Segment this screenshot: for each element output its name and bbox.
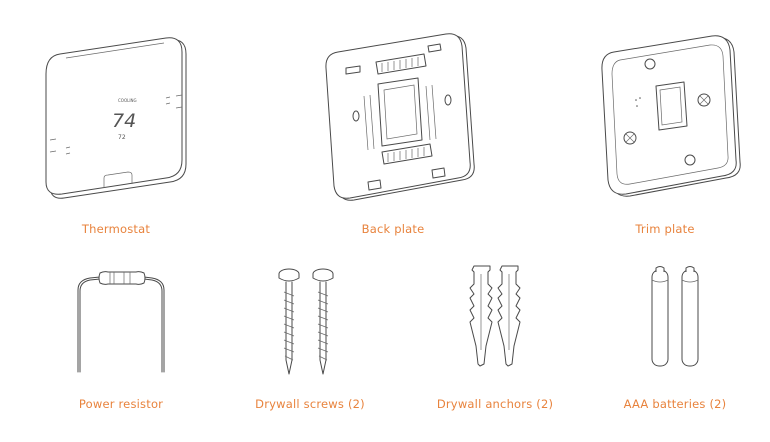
- aaa-batteries-item: AAA batteries (2): [590, 250, 770, 442]
- trim-plate-label: Trim plate: [635, 222, 695, 236]
- thermostat-icon: COOLING 74 72: [45, 37, 187, 199]
- drywall-screws-icon: [278, 268, 334, 375]
- drywall-anchors-label: Drywall anchors (2): [436, 397, 554, 411]
- power-resistor-icon: [77, 271, 165, 373]
- drywall-screws-item: Drywall screws (2): [220, 250, 400, 442]
- back-plate-icon: [325, 33, 475, 201]
- thermostat-setpoint: 72: [118, 134, 126, 141]
- aaa-batteries-icon: [651, 266, 699, 367]
- thermostat-current-temp: 74: [112, 110, 136, 132]
- thermostat-mode: COOLING: [118, 98, 137, 103]
- trim-plate-item: Trim plate: [560, 0, 770, 240]
- drywall-screws-label: Drywall screws (2): [255, 397, 365, 411]
- thermostat-item: COOLING 74 72 Thermostat: [0, 0, 240, 240]
- power-resistor-item: Power resistor: [0, 250, 220, 442]
- drywall-anchors-icon: [469, 265, 521, 367]
- trim-plate-icon: [601, 35, 741, 197]
- back-plate-item: Back plate: [280, 0, 520, 240]
- thermostat-label: Thermostat: [81, 222, 151, 236]
- back-plate-label: Back plate: [361, 222, 425, 236]
- aaa-batteries-label: AAA batteries (2): [623, 397, 727, 411]
- power-resistor-label: Power resistor: [78, 397, 164, 411]
- drywall-anchors-item: Drywall anchors (2): [400, 250, 590, 442]
